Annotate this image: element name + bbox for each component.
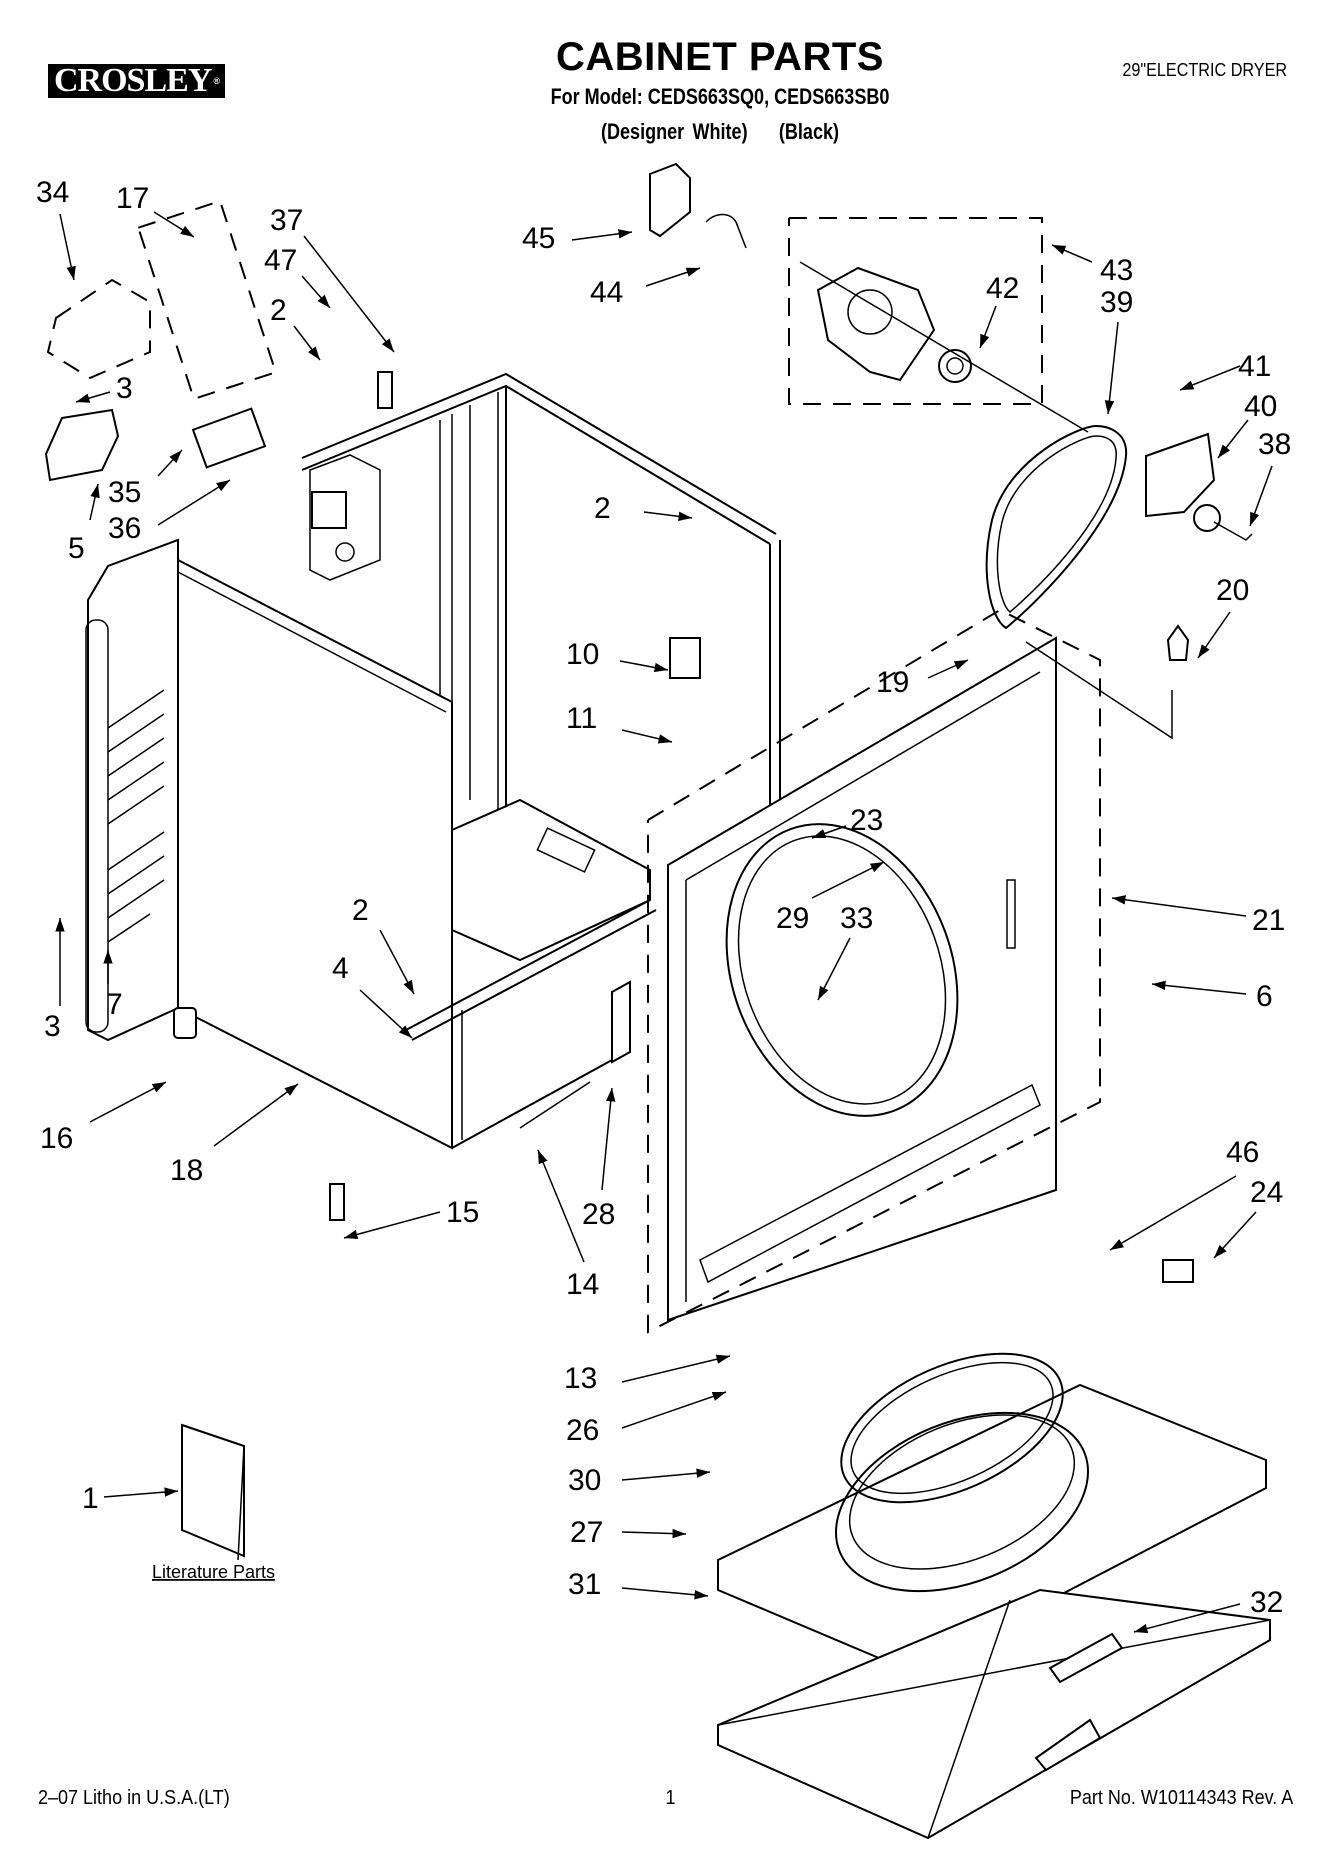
small-parts — [44, 162, 1194, 1772]
callout-14: 14 — [566, 1268, 599, 1301]
front-panel — [647, 608, 1173, 1334]
callout-2-upper-right: 2 — [594, 492, 611, 525]
page-number: 1 — [665, 1787, 676, 1809]
variant-black: (Black) — [778, 119, 840, 144]
callout-16: 16 — [40, 1122, 73, 1155]
callout-23: 23 — [850, 804, 883, 837]
callout-11: 11 — [566, 702, 597, 735]
callout-39: 39 — [1100, 286, 1133, 319]
callout-38: 38 — [1258, 428, 1291, 461]
model-line: For Model: CEDS663SQ0, CEDS663SB0 — [550, 84, 890, 109]
callout-3-upper: 3 — [116, 372, 133, 405]
callout-37: 37 — [270, 204, 303, 237]
callout-41: 41 — [1238, 350, 1271, 383]
callout-35: 35 — [108, 476, 141, 509]
callout-13: 13 — [564, 1362, 597, 1395]
page-title: CABINET PARTS — [556, 35, 884, 79]
callout-4: 4 — [332, 952, 349, 985]
callout-24: 24 — [1250, 1176, 1283, 1209]
callout-6: 6 — [1256, 980, 1273, 1013]
callout-21: 21 — [1252, 904, 1285, 937]
callout-46: 46 — [1226, 1136, 1259, 1169]
literature-parts-label: Literature Parts — [152, 1562, 275, 1582]
variant-designer-white: (Designer White) — [600, 119, 748, 144]
logo-text: CROSLEY — [54, 62, 212, 99]
idler-bracket — [1145, 432, 1216, 518]
callout-47: 47 — [264, 244, 297, 277]
callout-1: 1 — [82, 1482, 99, 1515]
callout-20: 20 — [1216, 574, 1249, 607]
callout-17: 17 — [116, 182, 149, 215]
callout-45: 45 — [522, 222, 555, 255]
model-variants: (Designer White) (Black) — [474, 119, 966, 145]
callout-34: 34 — [36, 176, 69, 209]
idler-pulley — [1193, 504, 1221, 532]
callout-33: 33 — [840, 902, 873, 935]
callout-27: 27 — [570, 1516, 603, 1549]
callout-31: 31 — [568, 1568, 601, 1601]
vent-louvers — [107, 689, 165, 943]
callout-2-middle: 2 — [352, 894, 369, 927]
cabinet-body — [85, 372, 781, 1150]
callout-29: 29 — [776, 902, 809, 935]
callout-18: 18 — [170, 1154, 203, 1187]
drive-belt — [985, 424, 1128, 630]
print-info: 2–07 Litho in U.S.A.(LT) — [38, 1787, 230, 1809]
callout-43: 43 — [1100, 254, 1133, 287]
callout-3-lower: 3 — [44, 1010, 61, 1043]
callout-2-upper-left: 2 — [270, 294, 287, 327]
callout-26: 26 — [566, 1414, 599, 1447]
part-number: Part No. W10114343 Rev. A — [1069, 1787, 1293, 1809]
callout-44: 44 — [590, 276, 623, 309]
callout-30: 30 — [568, 1464, 601, 1497]
callout-15: 15 — [446, 1196, 479, 1229]
crosley-logo: CROSLEY® — [48, 62, 226, 99]
callouts: 34 17 37 47 2 3 35 36 5 45 44 43 39 42 4… — [36, 176, 1291, 1634]
callout-42: 42 — [986, 272, 1019, 305]
callout-32: 32 — [1250, 1586, 1283, 1619]
motor-assembly — [788, 217, 1089, 433]
registered-mark: ® — [213, 76, 220, 86]
callout-10: 10 — [566, 638, 599, 671]
callout-19: 19 — [876, 666, 909, 699]
callout-28: 28 — [582, 1198, 615, 1231]
callout-40: 40 — [1244, 390, 1277, 423]
callout-36: 36 — [108, 512, 141, 545]
callout-5: 5 — [68, 532, 85, 565]
callout-7: 7 — [106, 988, 123, 1021]
base-assembly — [717, 1352, 1271, 1840]
product-type: 29"ELECTRIC DRYER — [1122, 60, 1287, 80]
